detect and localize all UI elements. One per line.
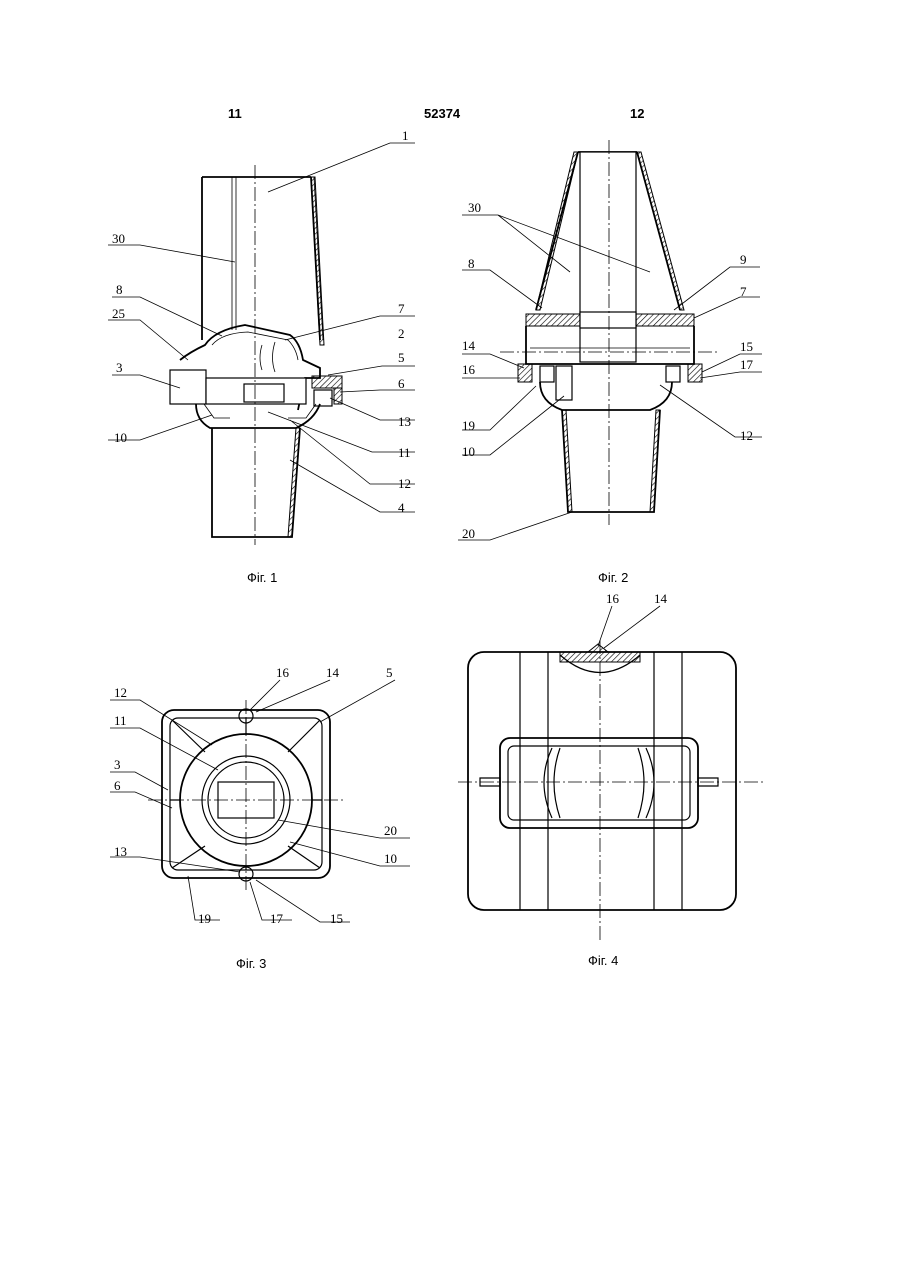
fig2-label: 7 xyxy=(740,284,747,299)
fig1-insert xyxy=(244,384,284,402)
fig2-label: 17 xyxy=(740,357,754,372)
fig2-label: 20 xyxy=(462,526,475,541)
fig1-upper-pipe xyxy=(202,177,320,340)
fig1-label: 4 xyxy=(398,500,405,515)
fig1-label: 25 xyxy=(112,306,125,321)
fig3-label: 5 xyxy=(386,665,393,680)
fig3-label: 19 xyxy=(198,911,211,926)
fig3-label: 10 xyxy=(384,851,397,866)
right-page-number: 12 xyxy=(630,106,644,121)
fig4-window-inner xyxy=(508,746,690,820)
fig2-label: 9 xyxy=(740,252,747,267)
fig1-label: 7 xyxy=(398,301,405,316)
fig3-label: 13 xyxy=(114,844,127,859)
fig1-clamp-slot xyxy=(314,390,332,406)
fig1-bowl xyxy=(196,404,320,428)
fig1-label: 12 xyxy=(398,476,411,491)
fig4-leaders xyxy=(598,606,660,648)
fig1-label: 5 xyxy=(398,350,405,365)
fig3-label: 14 xyxy=(326,665,340,680)
fig4-cup-arcs xyxy=(544,748,654,818)
fig2-plate-opening xyxy=(580,312,636,328)
fig3-leaders xyxy=(110,680,410,922)
fig3-label: 17 xyxy=(270,911,284,926)
fig2-label: 12 xyxy=(740,428,753,443)
fig1-label: 13 xyxy=(398,414,411,429)
fig1-label: 6 xyxy=(398,376,405,391)
fig4-label: 16 xyxy=(606,591,620,606)
fig2-caption: Фіг. 2 xyxy=(598,570,628,585)
fig2-cone-hatch-left xyxy=(536,152,578,310)
fig1-clamp-hatch xyxy=(312,376,342,388)
fig2-lower-pipe xyxy=(562,410,660,512)
fig4-label: 14 xyxy=(654,591,668,606)
fig3-caption: Фіг. 3 xyxy=(236,956,266,971)
fig4-caption: Фіг. 4 xyxy=(588,953,618,968)
fig2-label: 30 xyxy=(468,200,481,215)
fig1-label: 10 xyxy=(114,430,127,445)
fig1-label: 1 xyxy=(402,128,409,143)
figure-3 xyxy=(110,680,410,922)
fig3-label: 20 xyxy=(384,823,397,838)
fig2-cone-hatch-right xyxy=(637,152,684,310)
fig2-lower-pipe-hatch-right xyxy=(650,410,660,512)
fig2-label: 16 xyxy=(462,362,476,377)
figure-1 xyxy=(108,143,415,545)
fig2-cup-wall xyxy=(556,366,572,400)
fig1-leaders xyxy=(108,143,415,512)
fig3-label: 16 xyxy=(276,665,290,680)
fig2-label: 15 xyxy=(740,339,753,354)
fig3-label: 6 xyxy=(114,778,121,793)
fig2-lower-pipe-hatch-left xyxy=(562,410,572,512)
fig3-label: 11 xyxy=(114,713,127,728)
fig4-window-outer xyxy=(500,738,698,828)
fig2-label: 8 xyxy=(468,256,475,271)
fig1-pipe-hatch xyxy=(311,177,324,345)
patent-number: 52374 xyxy=(424,106,460,121)
fig2-seal-right xyxy=(666,366,680,382)
fig1-left-flange xyxy=(170,370,206,404)
fig2-label: 10 xyxy=(462,444,475,459)
fig2-label: 14 xyxy=(462,338,476,353)
fig1-label: 30 xyxy=(112,231,125,246)
fig1-upper-pipe-wall xyxy=(232,177,323,340)
fig2-inner-pipe xyxy=(580,152,636,362)
fig2-label: 19 xyxy=(462,418,475,433)
fig1-label: 2 xyxy=(398,326,405,341)
figure-4 xyxy=(458,606,765,940)
fig1-label: 8 xyxy=(116,282,123,297)
left-page-number: 11 xyxy=(228,106,242,121)
fig1-label: 11 xyxy=(398,445,411,460)
figure-2 xyxy=(458,140,762,540)
fig1-label: 3 xyxy=(116,360,123,375)
fig3-label: 15 xyxy=(330,911,343,926)
fig1-caption: Фіг. 1 xyxy=(247,570,277,585)
fig3-label: 12 xyxy=(114,685,127,700)
fig2-seal-left xyxy=(540,366,554,382)
fig3-label: 3 xyxy=(114,757,121,772)
fig2-flange-right xyxy=(688,364,702,382)
fig1-dome-detail xyxy=(260,342,275,372)
fig1-lower-pipe xyxy=(212,428,300,537)
